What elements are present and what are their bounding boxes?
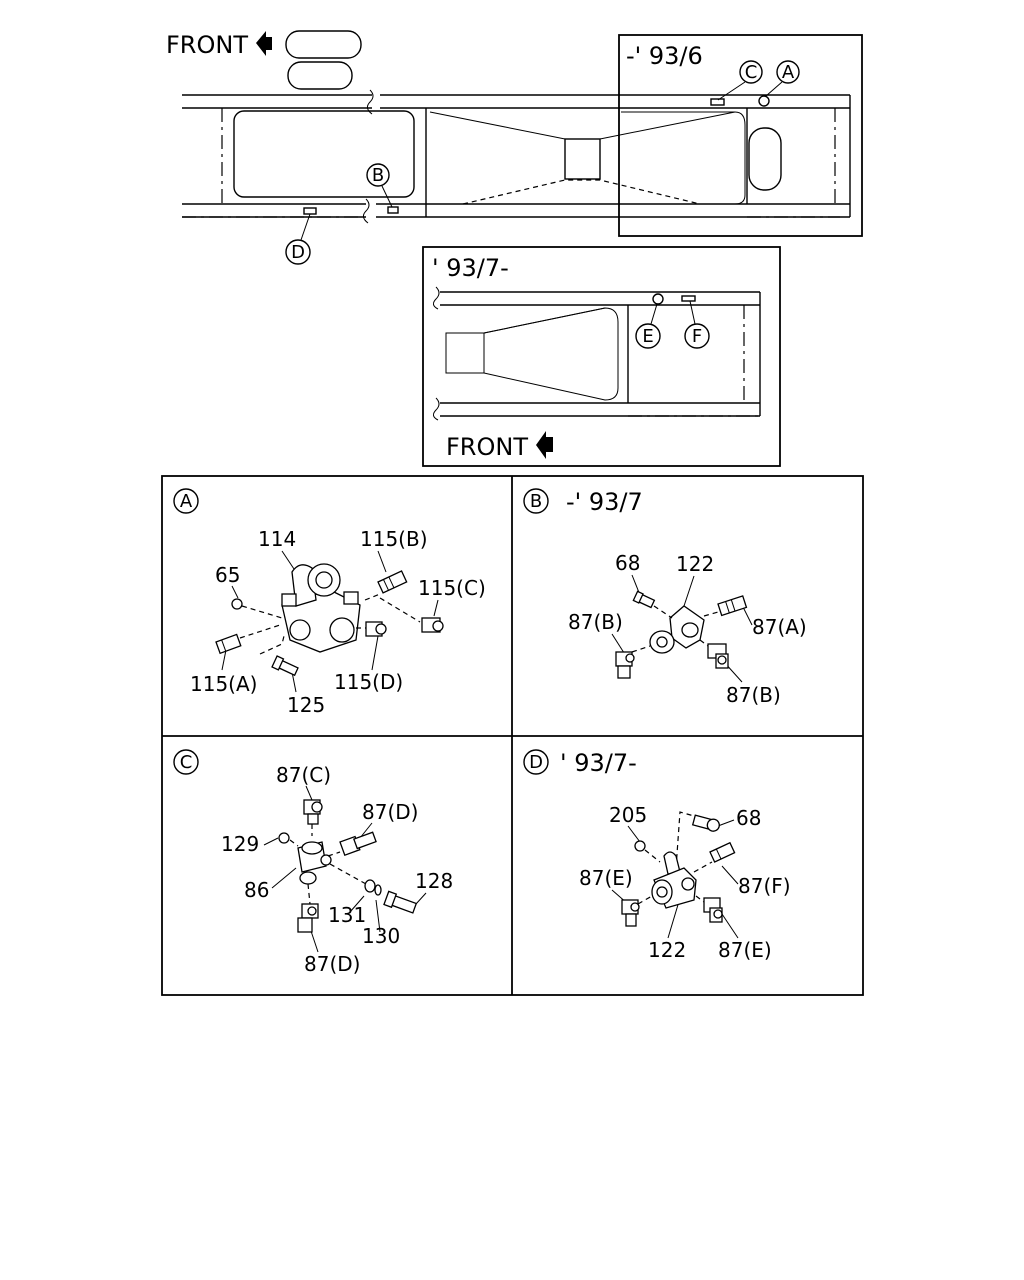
panel-b-date: -' 93/7 — [566, 488, 643, 516]
svg-text:B: B — [372, 165, 384, 186]
panel-b-marker: B — [530, 491, 542, 512]
marker-f: F — [692, 326, 702, 347]
front-label: FRONT — [166, 31, 248, 59]
label-115d: 115(D) — [334, 670, 403, 694]
inset-late-date: ' 93/7- — [432, 254, 509, 282]
label-125: 125 — [287, 693, 325, 717]
detail-grid — [161, 475, 864, 996]
label-68-d: 68 — [736, 806, 761, 830]
label-87b-left: 87(B) — [568, 610, 623, 634]
marker-e: E — [642, 326, 653, 347]
label-65: 65 — [215, 563, 240, 587]
label-87d-bottom: 87(D) — [304, 952, 360, 976]
panel-d-date: ' 93/7- — [560, 749, 637, 777]
label-131: 131 — [328, 903, 366, 927]
marker-a: A — [782, 62, 795, 83]
panel-a: A 114 115(B) 65 115(C) 115(A) 115(D) 125 — [173, 488, 486, 717]
label-114: 114 — [258, 527, 296, 551]
label-130: 130 — [362, 924, 400, 948]
inset-early-date: -' 93/6 — [626, 42, 703, 70]
frame-overview: FRONT — [166, 30, 736, 224]
label-68: 68 — [615, 551, 640, 575]
panel-d: D ' 93/7- 205 68 87(E) 87(F) 122 87(E) — [523, 749, 791, 962]
label-122: 122 — [676, 552, 714, 576]
label-87b-right: 87(B) — [726, 683, 781, 707]
inset-early: -' 93/6 C A — [618, 34, 863, 237]
front-arrow-icon — [256, 31, 272, 56]
label-122-d: 122 — [648, 938, 686, 962]
label-129: 129 — [221, 832, 259, 856]
label-205: 205 — [609, 803, 647, 827]
panel-a-marker: A — [180, 491, 193, 512]
inset-late: ' 93/7- E F FRONT — [422, 246, 781, 467]
inset-front-label: FRONT — [446, 433, 528, 461]
label-115b: 115(B) — [360, 527, 428, 551]
front-arrow-icon — [536, 431, 553, 459]
label-87d-top: 87(D) — [362, 800, 418, 824]
label-128: 128 — [415, 869, 453, 893]
label-87c: 87(C) — [276, 763, 331, 787]
label-115a: 115(A) — [190, 672, 257, 696]
panel-c: C 87(C) 87(D) 129 86 128 131 130 87(D) — [173, 749, 453, 976]
marker-b: B — [366, 163, 399, 214]
crossmember-left — [233, 110, 415, 198]
marker-d: D — [285, 207, 317, 265]
panel-b: B -' 93/7 68 122 87(B) 87(A) 87(B) — [523, 488, 807, 707]
label-86: 86 — [244, 878, 269, 902]
panel-d-marker: D — [529, 752, 543, 773]
label-115c: 115(C) — [418, 576, 486, 600]
label-87f: 87(F) — [738, 874, 791, 898]
tank-upper — [285, 30, 362, 59]
svg-text:D: D — [291, 242, 305, 263]
label-87e-right: 87(E) — [718, 938, 772, 962]
label-87a: 87(A) — [752, 615, 807, 639]
label-87e-left: 87(E) — [579, 866, 633, 890]
marker-c: C — [745, 62, 758, 83]
tank-lower — [287, 61, 353, 90]
panel-c-marker: C — [180, 752, 193, 773]
